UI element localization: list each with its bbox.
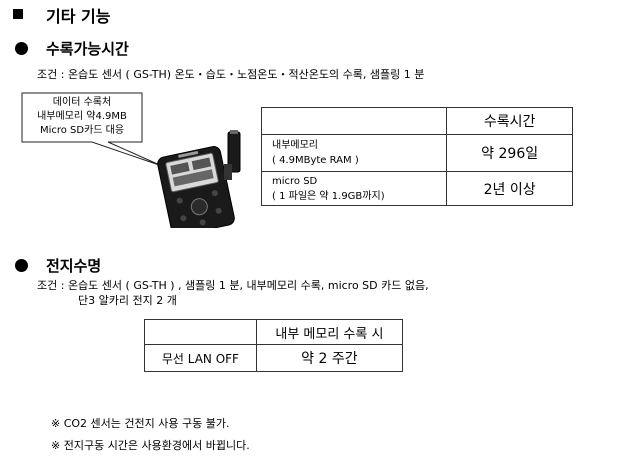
- recording-bullet-dot: [15, 42, 28, 55]
- battery-bullet-dot: [15, 259, 28, 272]
- row-sublabel: ( 1 파일은 약 1.9GB까지): [272, 190, 385, 202]
- table-corner-cell: [260, 107, 448, 135]
- callout-line-3: Micro SD카드 대응: [39, 125, 125, 136]
- battery-condition-line-1: 조건 : 온습도 센서 ( GS-TH ) , 샘플링 1 분, 내부메모리 수…: [37, 279, 429, 292]
- table-row-label-cell: 내부메모리 ( 4.9MByte RAM ): [260, 134, 448, 172]
- row-label: 내부메모리: [272, 140, 318, 151]
- row-value: 2년 이상: [446, 171, 573, 206]
- data-logger-device-image: [157, 130, 241, 228]
- callout-line-1: 데이터 수록처: [52, 97, 112, 108]
- recording-table-header: 수록시간: [446, 107, 573, 135]
- table-row-label-cell: micro SD ( 1 파일은 약 1.9GB까지): [260, 171, 448, 206]
- battery-life-table: 내부 메모리 수록 시 무선 LAN OFF 약 2 주간: [144, 319, 404, 372]
- recording-time-table: 수록시간 내부메모리 ( 4.9MByte RAM ) 약 296일 micro…: [260, 107, 573, 206]
- battery-row-label: 무선 LAN OFF: [144, 344, 257, 372]
- row-value: 약 296일: [446, 134, 573, 172]
- battery-table-header: 내부 메모리 수록 시: [255, 319, 404, 345]
- recording-heading: 수록가능시간: [46, 40, 129, 58]
- section-bullet-square: [13, 9, 23, 19]
- recording-condition: 조건 : 온습도 센서 ( GS-TH) 온도・습도・노점온도・적산온도의 수록…: [37, 68, 425, 81]
- section-title: 기타 기능: [46, 7, 111, 26]
- table-corner-cell: [144, 319, 257, 345]
- note-co2: ※ CO2 센서는 건전지 사용 구동 불가.: [51, 417, 230, 430]
- callout-line-2: 내부메모리 약4.9MB: [37, 111, 127, 122]
- table-row: 무선 LAN OFF 약 2 주간: [144, 344, 404, 372]
- table-row: 내부메모리 ( 4.9MByte RAM ) 약 296일: [260, 134, 573, 172]
- table-row: micro SD ( 1 파일은 약 1.9GB까지) 2년 이상: [260, 171, 573, 206]
- battery-row-value: 약 2 주간: [255, 344, 404, 372]
- callout-text: 데이터 수록처 내부메모리 약4.9MB Micro SD카드 대응: [22, 96, 142, 138]
- battery-condition-line-2: 단3 알카리 전지 2 개: [78, 294, 177, 307]
- note-battery-time: ※ 전지구동 시간은 사용환경에서 바뀝니다.: [51, 439, 250, 452]
- row-sublabel: ( 4.9MByte RAM ): [272, 155, 359, 166]
- row-label: micro SD: [272, 175, 318, 187]
- battery-heading: 전지수명: [46, 257, 102, 275]
